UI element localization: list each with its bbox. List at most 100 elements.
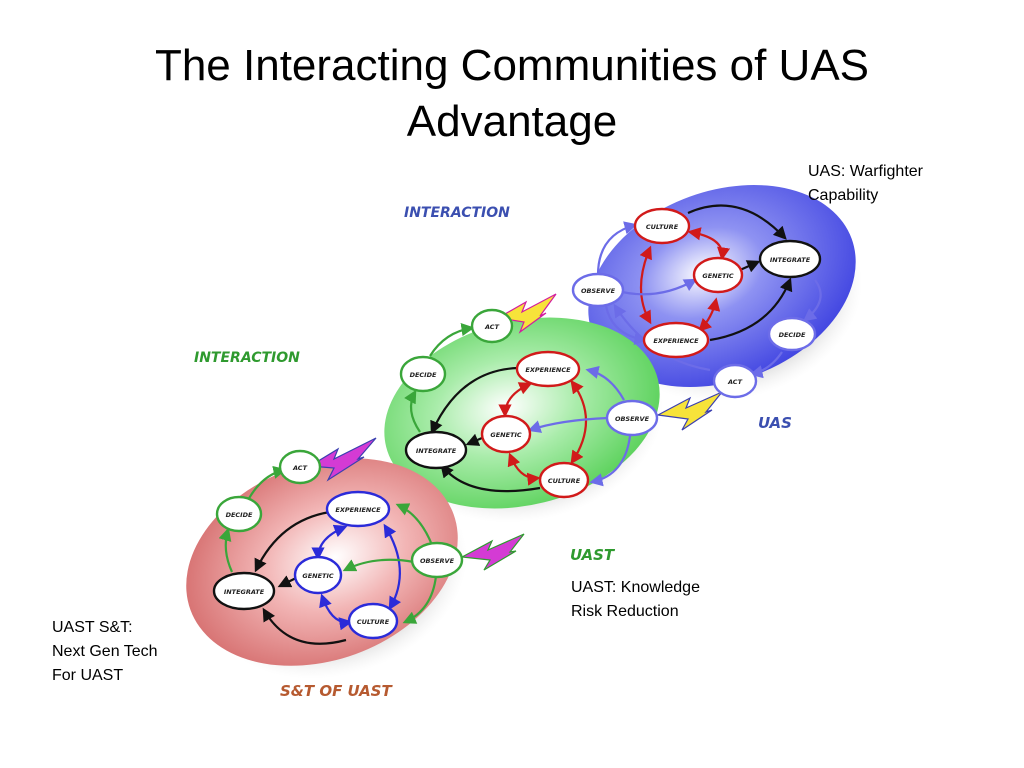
snt-caption-line-1: UAST S&T: [52, 619, 133, 636]
uast-arrow-culture-integrate [440, 463, 541, 493]
interaction-label-mid: INTERACTION [194, 350, 300, 366]
snt-arrow-experience-culture [383, 523, 401, 611]
uas-arrow-integrate-decide [802, 279, 822, 322]
node-label: EXPERIENCE [525, 366, 571, 374]
uast-caption-line-2: Risk Reduction [571, 603, 679, 620]
node-label: ACT [292, 464, 308, 472]
uast-node-culture: CULTURE [538, 461, 590, 499]
snt-node-act: ACT [278, 449, 322, 485]
node-label: CULTURE [548, 477, 581, 485]
node-label: CULTURE [646, 223, 679, 231]
uas-node-genetic: GENETIC [692, 256, 744, 294]
lightning-bolt-yellow-top [496, 293, 557, 334]
snt-arrow-integrate-decide [218, 527, 234, 573]
uas-caption-line-1: UAS: Warfighter [808, 163, 923, 180]
node-label: GENETIC [490, 431, 522, 439]
uast-node-act: ACT [470, 308, 514, 344]
node-label: ACT [727, 378, 743, 386]
node-label: GENETIC [302, 572, 334, 580]
snt-caption-line-2: Next Gen Tech [52, 643, 158, 660]
node-label: INTEGRATE [770, 256, 811, 264]
uast-node-integrate: INTEGRATE [404, 430, 468, 470]
uas-arrow-observe-experience [604, 305, 648, 345]
node-label: GENETIC [702, 272, 734, 280]
uast-arrow-observe-experience [585, 365, 625, 401]
uas-arrow-decide-act [749, 351, 783, 379]
lightning-bolt-magenta-right [459, 533, 525, 571]
uas-arrow-observe-genetic [621, 278, 698, 296]
uas-arrow-genetic-experience [698, 297, 721, 332]
uas-arrow-observe-culture [596, 221, 638, 276]
snt-node-genetic: GENETIC [293, 555, 343, 595]
node-label: DECIDE [410, 371, 437, 379]
uast-arrow-integrate-decide [404, 389, 421, 433]
snt-arrow-observe-genetic [342, 558, 415, 572]
uas-arrow-experience-integrate [709, 277, 793, 342]
uast-connectors [404, 323, 632, 493]
snt-caption: UAST S&T: Next Gen Tech For UAST [52, 616, 158, 688]
uas-node-decide: DECIDE [767, 316, 817, 352]
uast-node-decide: DECIDE [399, 355, 447, 393]
snt-node-experience: EXPERIENCE [325, 490, 391, 528]
lightning-bolt-yellow-mid [656, 391, 723, 431]
node-label: DECIDE [779, 331, 806, 339]
uast-arrow-observe-genetic [527, 416, 609, 433]
snt-node-observe: OBSERVE [410, 541, 464, 579]
uas-node-observe: OBSERVE [571, 272, 625, 308]
snt-arrow-genetic-integrate [277, 575, 297, 588]
uas-arrow-culture-integrate [687, 204, 787, 240]
uast-arrow-experience-genetic [498, 382, 533, 418]
snt-arrow-observe-culture [402, 575, 438, 624]
uas-caption-line-2: Capability [808, 187, 879, 204]
uast-node-observe: OBSERVE [605, 399, 659, 437]
uas-connectors [596, 204, 822, 379]
uas-arrow-genetic-integrate [739, 260, 761, 273]
node-label: OBSERVE [615, 415, 650, 423]
node-label: CULTURE [357, 618, 390, 626]
uast-caption: UAST: Knowledge Risk Reduction [571, 576, 700, 624]
node-label: DECIDE [226, 511, 253, 519]
uast-community-label: UAST [570, 546, 616, 564]
title-line-1: The Interacting Communities of UAS [154, 41, 870, 90]
snt-caption-line-3: For UAST [52, 667, 124, 684]
uas-node-culture: CULTURE [633, 207, 691, 245]
snt-arrow-experience-integrate [254, 510, 331, 573]
node-label: EXPERIENCE [653, 337, 699, 345]
lightning-bolt-magenta-left [308, 437, 377, 482]
uas-node-act: ACT [712, 363, 758, 399]
slide-title: The Interacting Communities of UAS Advan… [0, 38, 1024, 150]
snt-node-culture: CULTURE [347, 602, 399, 640]
snt-node-decide: DECIDE [215, 495, 263, 533]
node-label: ACT [484, 323, 500, 331]
uas-community-label: UAS [758, 414, 792, 432]
interaction-label-top: INTERACTION [404, 205, 510, 221]
snt-community-label: S&T OF UAST [280, 682, 393, 700]
uast-caption-line-1: UAST: Knowledge [571, 579, 700, 596]
uast-arrow-genetic-integrate [465, 433, 483, 446]
uast-arrow-decide-act [429, 323, 475, 357]
uast-arrow-observe-culture [589, 435, 632, 487]
uas-arrow-culture-experience [639, 245, 652, 325]
node-label: EXPERIENCE [335, 506, 381, 514]
uast-arrow-experience-integrate [430, 366, 519, 435]
uas-node-experience: EXPERIENCE [642, 321, 710, 359]
uast-node-genetic: GENETIC [480, 414, 532, 454]
snt-arrow-genetic-culture [319, 593, 353, 631]
uas-caption: UAS: Warfighter Capability [808, 160, 923, 208]
snt-node-integrate: INTEGRATE [212, 571, 276, 611]
snt-arrow-culture-integrate [262, 607, 347, 645]
snt-connectors [218, 465, 438, 645]
node-label: INTEGRATE [224, 588, 265, 596]
node-label: OBSERVE [420, 557, 455, 565]
uast-node-experience: EXPERIENCE [515, 350, 581, 388]
title-line-2: Advantage [406, 97, 618, 146]
node-label: OBSERVE [581, 287, 616, 295]
uas-arrow-culture-genetic [687, 227, 731, 261]
uas-node-integrate: INTEGRATE [758, 239, 822, 279]
snt-arrow-observe-experience [395, 503, 434, 546]
node-label: INTEGRATE [416, 447, 457, 455]
snt-arrow-experience-genetic [311, 524, 348, 561]
uast-arrow-genetic-culture [507, 452, 541, 486]
uast-arrow-experience-culture [570, 379, 588, 465]
